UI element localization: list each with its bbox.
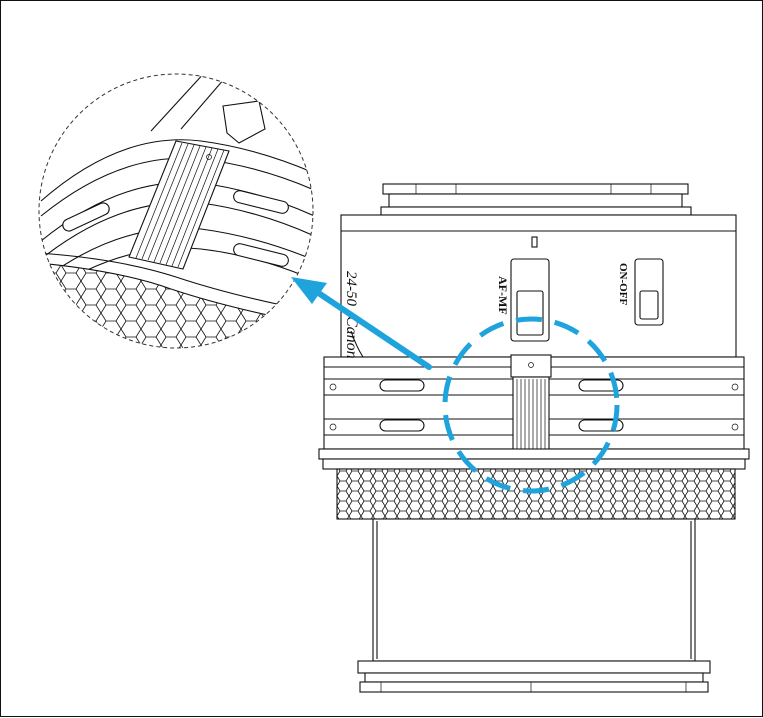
front-filter-ring <box>357 660 711 693</box>
power-switch[interactable] <box>634 258 664 326</box>
highlight-overlay <box>291 277 620 494</box>
front-barrel <box>372 518 696 662</box>
focus-mode-switch[interactable] <box>510 258 550 342</box>
lens-body: Canon 24-50 AF-MF ON-OFF <box>318 183 750 693</box>
focus-ring[interactable] <box>336 468 736 520</box>
ring-lip-lower <box>322 458 746 470</box>
magnified-detail-callout <box>38 73 314 349</box>
focal-length-label: 24-50 <box>343 271 359 306</box>
focus-switch-label: AF-MF <box>496 276 510 315</box>
main-barrel <box>340 214 737 358</box>
ring-lip <box>318 448 750 460</box>
brand-logo: Canon <box>343 316 360 359</box>
magnifier-circle <box>38 73 314 349</box>
callout-arrow-shaft <box>314 289 432 370</box>
zoom-lock-switch[interactable] <box>510 354 552 460</box>
index-mark <box>531 236 538 248</box>
rear-mount <box>380 183 692 216</box>
callout-arrowhead <box>291 277 327 304</box>
detail-switch-tab <box>222 100 266 144</box>
detail-lock-grip <box>128 140 230 270</box>
highlight-dashed-circle <box>442 316 620 494</box>
power-switch-label: ON-OFF <box>617 263 629 305</box>
